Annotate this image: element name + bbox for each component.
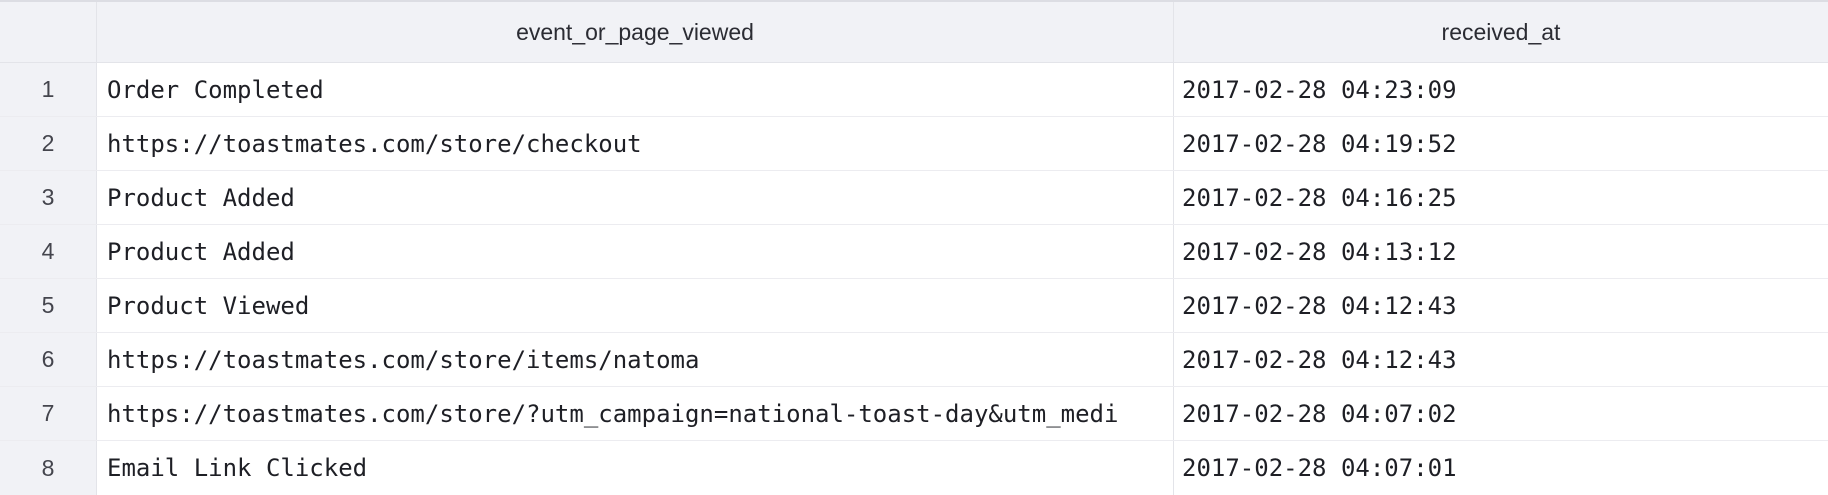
cell-event-or-page-viewed[interactable]: Order Completed [97,63,1174,116]
cell-event-or-page-viewed[interactable]: Product Added [97,171,1174,224]
cell-received-at[interactable]: 2017-02-28 04:16:25 [1182,183,1457,212]
table-body: 1 Order Completed 2017-02-28 04:23:09 2 … [0,63,1828,495]
row-number: 3 [0,171,97,224]
cell-received-at[interactable]: 2017-02-28 04:07:01 [1182,454,1457,482]
table-row[interactable]: 2 https://toastmates.com/store/checkout … [0,117,1828,171]
table-row[interactable]: 8 Email Link Clicked 2017-02-28 04:07:01 [0,441,1828,495]
column-header-received-at[interactable]: received_at [1441,18,1561,45]
row-number: 5 [0,279,97,332]
cell-received-at[interactable]: 2017-02-28 04:12:43 [1182,291,1457,320]
table-row[interactable]: 7 https://toastmates.com/store/?utm_camp… [0,387,1828,441]
table-row[interactable]: 5 Product Viewed 2017-02-28 04:12:43 [0,279,1828,333]
table-header: event_or_page_viewed received_at [0,2,1828,63]
cell-event-or-page-viewed[interactable]: Product Added [97,225,1174,278]
row-number: 8 [0,441,97,495]
cell-event-or-page-viewed[interactable]: https://toastmates.com/store/?utm_campai… [97,387,1174,440]
cell-received-at[interactable]: 2017-02-28 04:13:12 [1182,237,1457,266]
cell-received-at[interactable]: 2017-02-28 04:12:43 [1182,345,1457,374]
row-number: 2 [0,117,97,170]
table-row[interactable]: 3 Product Added 2017-02-28 04:16:25 [0,171,1828,225]
cell-event-or-page-viewed[interactable]: Email Link Clicked [97,441,1174,495]
table-row[interactable]: 1 Order Completed 2017-02-28 04:23:09 [0,63,1828,117]
cell-event-or-page-viewed[interactable]: https://toastmates.com/store/items/natom… [97,333,1174,386]
row-number: 7 [0,387,97,440]
cell-event-or-page-viewed[interactable]: https://toastmates.com/store/checkout [97,117,1174,170]
table-row[interactable]: 4 Product Added 2017-02-28 04:13:12 [0,225,1828,279]
row-number: 6 [0,333,97,386]
row-number: 4 [0,225,97,278]
table-row[interactable]: 6 https://toastmates.com/store/items/nat… [0,333,1828,387]
cell-received-at[interactable]: 2017-02-28 04:07:02 [1182,399,1457,428]
cell-event-or-page-viewed[interactable]: Product Viewed [97,279,1174,332]
row-number: 1 [0,63,97,116]
cell-received-at[interactable]: 2017-02-28 04:23:09 [1182,75,1457,104]
cell-received-at[interactable]: 2017-02-28 04:19:52 [1182,129,1457,158]
row-number-header [0,2,97,62]
column-header-event-or-page-viewed[interactable]: event_or_page_viewed [97,2,1174,62]
